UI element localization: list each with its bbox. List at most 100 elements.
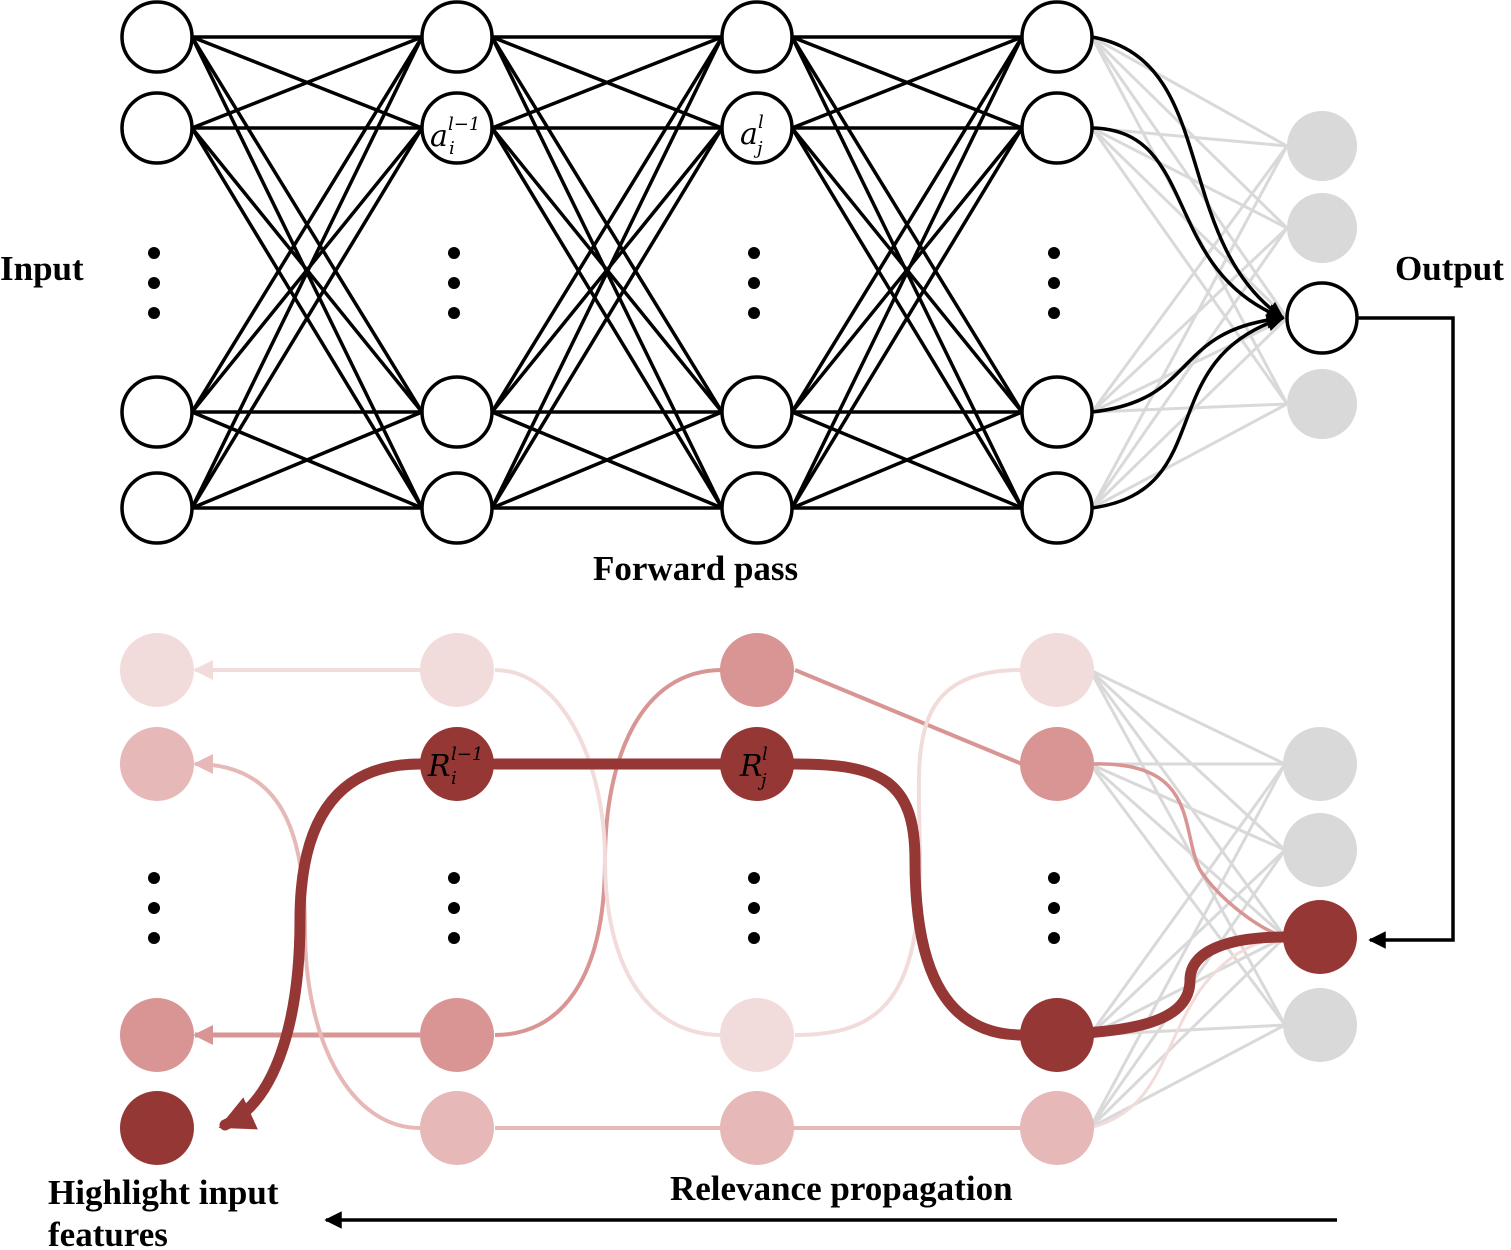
- ellipsis-dot: [148, 872, 160, 884]
- forward-neuron: [420, 471, 494, 545]
- ellipsis-dot: [748, 932, 760, 944]
- relevance-neuron: [1020, 727, 1094, 801]
- relevance-neuron: [420, 727, 494, 801]
- forward-edge: [491, 410, 723, 510]
- relevance-edge: [794, 668, 1023, 766]
- highlight-label-line2: features: [48, 1215, 168, 1250]
- svg-text:l−1: l−1: [451, 744, 483, 765]
- relevance-neuron: [420, 998, 494, 1072]
- ellipsis-dot: [1048, 872, 1060, 884]
- forward-neuron: [420, 0, 494, 74]
- forward-neuron: [1020, 91, 1094, 165]
- relevance-output-edge: [1089, 762, 1286, 939]
- relevance-neuron: [420, 633, 494, 707]
- relevance-output-edge: [1088, 935, 1287, 1130]
- output-curve-edge: [1091, 126, 1285, 321]
- inactive-output-neuron: [1287, 369, 1357, 439]
- forward-neuron: [1020, 0, 1094, 74]
- inactive-relevance-output-neuron: [1283, 813, 1357, 887]
- forward-pass-edges: [190, 35, 1289, 510]
- output-curve-edge: [1091, 310, 1285, 414]
- forward-edge: [790, 36, 1024, 413]
- ellipsis-dot: [148, 932, 160, 944]
- svg-text:l: l: [762, 744, 768, 765]
- output-edge: [1090, 145, 1289, 509]
- forward-neuron: [720, 375, 794, 449]
- output-neuron: [1285, 281, 1359, 355]
- ellipsis-dot: [748, 307, 760, 319]
- forward-edge: [491, 35, 723, 130]
- relevance-edge: [794, 668, 1023, 1037]
- forward-edge: [490, 36, 724, 413]
- input-label: Input: [0, 249, 84, 288]
- svg-text:R: R: [427, 749, 451, 784]
- forward-neuron: [1020, 375, 1094, 449]
- relevance-neuron: [120, 998, 194, 1072]
- output-edge: [1091, 35, 1288, 148]
- ellipsis-dot: [148, 902, 160, 914]
- output-curve-edge: [1091, 35, 1285, 320]
- relevance-cur-label: R l j: [739, 744, 768, 791]
- ellipsis-dot: [748, 247, 760, 259]
- inactive-relevance-output-neuron: [1283, 988, 1357, 1062]
- relevance-neuron: [720, 998, 794, 1072]
- main-relevance-path: [789, 758, 1028, 1041]
- relevance-output-edge: [1088, 669, 1287, 938]
- inactive-output-neuron: [1287, 111, 1357, 181]
- relevance-neuron: [720, 633, 794, 707]
- svg-text:j: j: [757, 770, 767, 791]
- ellipsis-dot: [748, 277, 760, 289]
- forward-edge: [490, 127, 724, 509]
- output-edge: [1090, 127, 1289, 405]
- forward-edge: [791, 35, 1023, 130]
- forward-neuron: [120, 91, 194, 165]
- ellipsis-dot: [448, 932, 460, 944]
- forward-edge: [190, 36, 424, 509]
- output-edge: [1090, 227, 1289, 509]
- relevance-neuron: [120, 633, 194, 707]
- output-edge: [1091, 126, 1288, 148]
- output-edge: [1091, 126, 1288, 230]
- svg-text:l: l: [758, 112, 764, 133]
- relevance-output-edge: [1089, 762, 1286, 852]
- relevance-prev-label: R l−1 i: [427, 744, 483, 789]
- relevance-neuron: [120, 727, 194, 801]
- activation-cur-label: a l j: [740, 112, 764, 159]
- output-edge: [1090, 35, 1289, 230]
- ellipsis-dot: [148, 277, 160, 289]
- forward-pass-label: Forward pass: [593, 549, 798, 588]
- relevance-output-edge: [1088, 668, 1287, 852]
- svg-text:l−1: l−1: [448, 114, 480, 135]
- main-relevance-path: [218, 758, 426, 1131]
- ellipsis-dot: [448, 307, 460, 319]
- ellipsis-dot: [448, 247, 460, 259]
- ellipsis-dot: [1048, 247, 1060, 259]
- forward-edge: [791, 410, 1023, 510]
- relevance-output-edge: [1089, 668, 1286, 766]
- forward-neuron: [120, 375, 194, 449]
- forward-neuron: [720, 471, 794, 545]
- output-edge: [1091, 316, 1288, 414]
- relevance-edge: [494, 668, 723, 1037]
- svg-text:i: i: [451, 768, 457, 789]
- relevance-output-edge: [1088, 763, 1287, 1036]
- forward-neuron: [420, 91, 494, 165]
- forward-neuron: [720, 91, 794, 165]
- ellipsis-dot: [1048, 307, 1060, 319]
- ellipsis-dot: [748, 902, 760, 914]
- relevance-neuron: [420, 1091, 494, 1165]
- relevance-neuron: [1020, 1091, 1094, 1165]
- ellipsis-dot: [148, 307, 160, 319]
- ellipsis-dot: [448, 277, 460, 289]
- forward-edge: [191, 410, 423, 510]
- relevance-neuron: [1020, 998, 1094, 1072]
- relevance-output-neuron: [1283, 900, 1357, 974]
- relevance-neuron: [720, 727, 794, 801]
- output-edge: [1090, 145, 1289, 413]
- ellipsis-dot: [448, 902, 460, 914]
- relevance-nodes: [120, 633, 1357, 1165]
- forward-edge: [790, 36, 1024, 509]
- main-relevance-path: [1016, 931, 1291, 1041]
